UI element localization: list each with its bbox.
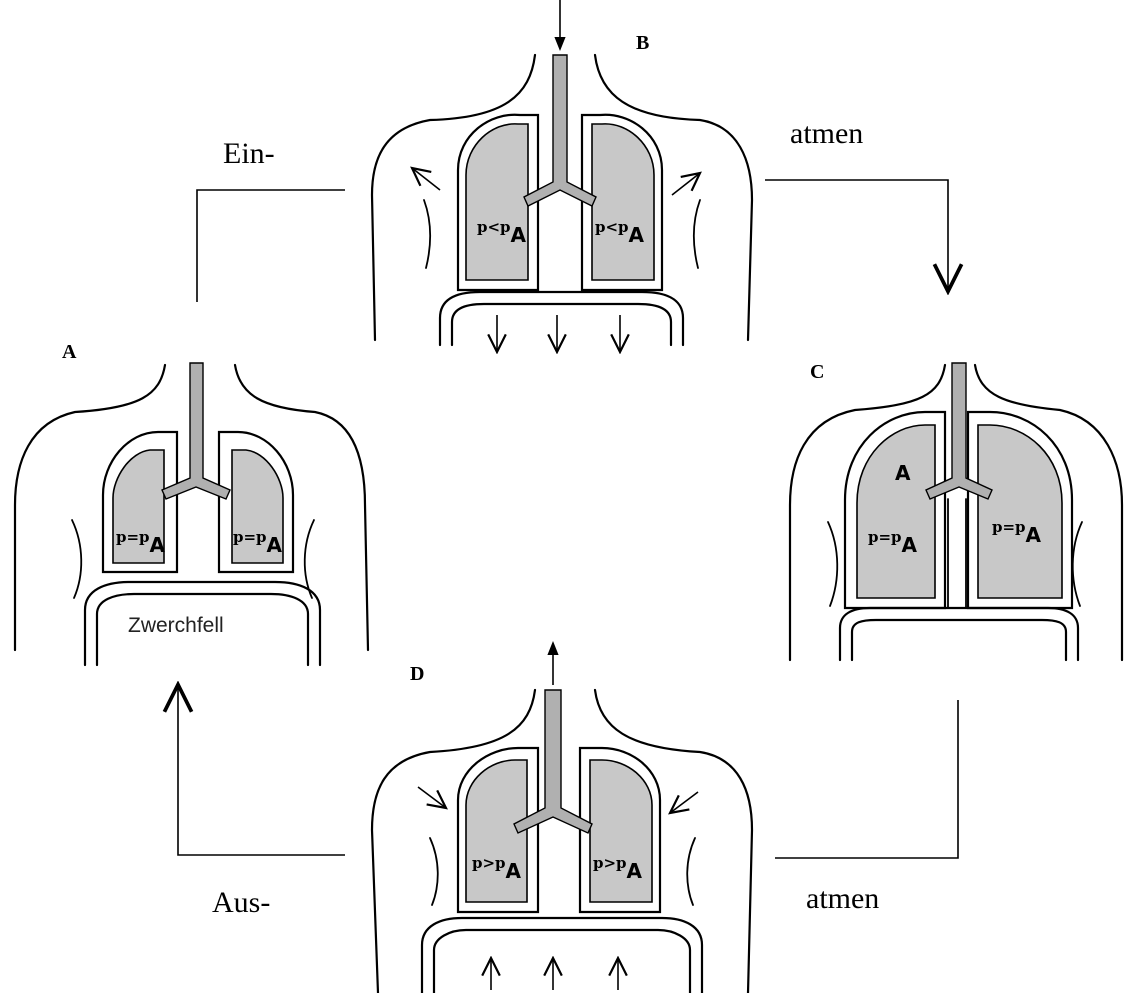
inhale-label-right: atmen <box>790 117 863 150</box>
panel-a: A Zwerchfell p=pA p=pA <box>15 341 368 665</box>
panel-label-d: D <box>410 663 424 685</box>
diaphragm <box>840 608 1078 660</box>
panel-label-c: C <box>810 361 824 383</box>
panel-label-a: A <box>62 341 77 363</box>
exhale-label-left: Aus- <box>212 886 270 919</box>
connector-a-to-b <box>197 190 345 302</box>
exhale-label-right: atmen <box>806 882 879 915</box>
panel-label-b: B <box>636 32 649 54</box>
panel-b: B p<pA p<pA <box>372 0 752 352</box>
ribcage-expand-arrow-right <box>672 173 700 195</box>
inhale-label-left: Ein- <box>223 137 275 170</box>
connector-d-to-a <box>178 688 345 855</box>
ribcage-contract-arrow-left <box>418 787 446 808</box>
connector-b-to-c <box>765 180 948 288</box>
connector-c-to-d <box>775 700 958 858</box>
ribcage-expand-arrow-left <box>412 168 440 190</box>
ribcage-contract-arrow-right <box>670 792 698 813</box>
lung-right <box>592 124 654 280</box>
diaphragm <box>440 292 683 345</box>
cycle-connectors <box>178 180 958 858</box>
diaphragm-label: Zwerchfell <box>128 614 224 637</box>
panel-d: D p>pA p>pA <box>372 648 752 993</box>
alveolus-label: A <box>895 461 911 485</box>
lung-left <box>466 124 528 280</box>
panel-c: C A p=pA p=pA <box>790 361 1122 660</box>
lung-right <box>590 760 652 902</box>
